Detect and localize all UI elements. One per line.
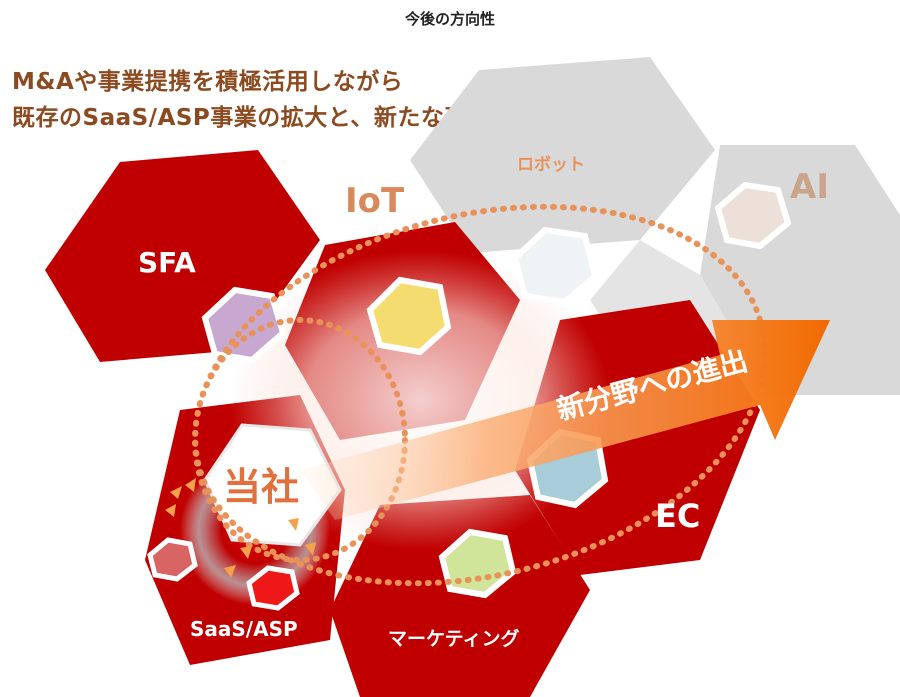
company-label: 当社 xyxy=(223,465,299,509)
iot-small-hex xyxy=(366,276,452,356)
ai-small-hex xyxy=(714,181,792,250)
saas-asp-label: SaaS/ASP xyxy=(190,617,298,641)
headline-line-1: M&Aや事業提携を積極活用しながら xyxy=(12,69,404,95)
robot-label: ロボット xyxy=(517,155,585,175)
page-title: 今後の方向性 xyxy=(404,10,495,28)
sfa-label: SFA xyxy=(138,246,196,279)
robot-small-hex xyxy=(511,226,599,306)
ai-label: AI xyxy=(790,167,829,207)
expansion-ellipse-inner xyxy=(192,317,408,563)
spark-triangles xyxy=(165,478,316,578)
new-field-arrow xyxy=(300,320,830,520)
ec-label: EC xyxy=(655,497,700,535)
saas-small-hex-2 xyxy=(246,565,300,611)
robot-hex xyxy=(410,57,715,253)
iot-label: IoT xyxy=(345,181,405,221)
saas-small-hex-1 xyxy=(147,537,198,582)
marketing-label: マーケティング xyxy=(388,627,519,650)
